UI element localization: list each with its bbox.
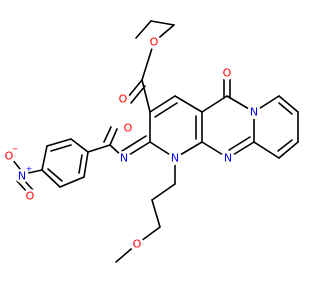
bond-benzene-6 [83, 151, 89, 178]
o-nitro-minus-atom: O − [2, 145, 19, 163]
bond-c5-c4a [201, 95, 228, 113]
bond-amide-c-eq-o-2 [103, 126, 112, 143]
n-nitro-atom: N + [15, 165, 33, 183]
n-nitro-charge: + [26, 165, 33, 174]
bond-benzene-6-double [78, 154, 83, 174]
o-methoxy-atom: O [130, 237, 144, 251]
o-nitro-double-label: O [26, 190, 35, 203]
bond-c6-c7-double [278, 102, 293, 115]
chemical-structure-diagram: O O O N O N N N [2, 20, 299, 263]
o-ester-carbonyl-label: O [119, 93, 128, 106]
n-ring-1-atom: N [168, 151, 182, 165]
bond-c9-c-junction [253, 141, 280, 159]
bond-amide-c-aryl [87, 144, 111, 153]
bond-benzene-2 [46, 138, 72, 147]
bond-c8-c9 [278, 141, 299, 159]
bond-ester-c-eq-o-2 [130, 85, 146, 104]
o-nitro-double-atom: O [23, 189, 37, 203]
n-ring-pyrimidine-atom: N [221, 151, 235, 165]
molecule-canvas: O O O N O N N N [2, 20, 299, 263]
bond-c8-c9-double [277, 139, 293, 152]
o-nitro-minus-charge: − [12, 145, 19, 154]
n-ring-1-label: N [171, 152, 179, 165]
o-ring-carbonyl-label: O [223, 67, 232, 80]
n-imine-label: N [120, 152, 128, 165]
o-ester-ether-atom: O [147, 35, 161, 49]
o-ester-ether-label: O [150, 36, 159, 49]
bonds [11, 20, 299, 263]
bond-benzene-5 [59, 176, 85, 188]
bond-ethyl-ch3 [135, 20, 152, 39]
bond-c4-c4a [174, 95, 203, 113]
n-ring-fused-atom: N [247, 105, 261, 119]
bond-ch2-ch2-b [151, 199, 161, 228]
bond-ethyl-ch2 [150, 20, 175, 26]
n-imine-atom: N [117, 151, 131, 165]
bond-ester-c-eq-o [127, 79, 143, 98]
o-methoxy-label: O [133, 238, 142, 251]
bond-benzene-3 [41, 145, 48, 171]
n-ring-pyrimidine-label: N [224, 152, 232, 165]
n-ring-fused-label: N [250, 106, 258, 119]
bond-amide-c-eq-o [109, 128, 118, 146]
bond-ester-c-ring-c3 [141, 79, 151, 113]
bond-c-junction-n-double [228, 136, 251, 151]
n-nitro-label: N [18, 170, 26, 183]
o-ring-carbonyl-atom: O [220, 66, 234, 80]
bond-c2-eq-n-imine-2 [121, 135, 147, 152]
bond-ch2-ch2 [151, 183, 176, 201]
bond-benzene-1 [70, 138, 89, 153]
bond-benzene-4-double [47, 168, 63, 182]
bond-benzene-4 [41, 169, 61, 188]
o-amide-atom: O [121, 121, 135, 135]
bond-benzene-2-double [50, 144, 72, 152]
bond-c6-c7 [278, 95, 299, 113]
bond-c3-c4-double [154, 102, 178, 118]
o-amide-label: O [124, 122, 133, 135]
o-ester-carbonyl-atom: O [116, 92, 130, 106]
bond-c3-c4 [149, 95, 176, 113]
atom-labels: O O O N O N N N [2, 35, 261, 251]
o-nitro-minus-label: O [5, 150, 14, 163]
